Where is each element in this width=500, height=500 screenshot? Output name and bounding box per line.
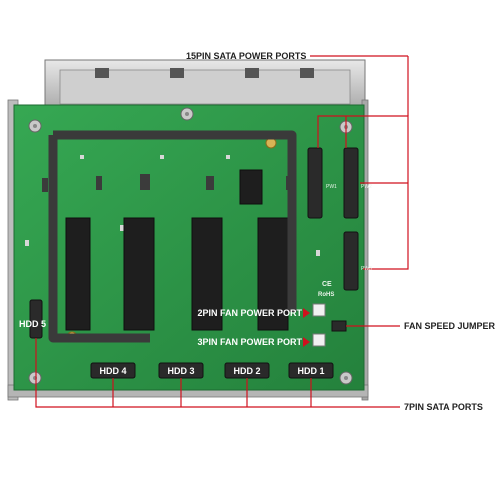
sata-data-callout: 7PIN SATA PORTS <box>404 402 483 412</box>
hdd2-label: HDD 2 <box>233 366 260 376</box>
board-tags: 2PIN FAN POWER PORT 3PIN FAN POWER PORT … <box>19 308 325 376</box>
hdd1-label: HDD 1 <box>297 366 324 376</box>
fan-headers <box>312 303 347 347</box>
hdd4-label: HDD 4 <box>99 366 126 376</box>
pw3-mark: PW3 <box>361 266 372 272</box>
sata-power-connectors <box>307 147 359 291</box>
foam-gasket <box>48 130 297 343</box>
hdd3-label: HDD 3 <box>167 366 194 376</box>
rohs-mark: RoHS <box>318 292 334 298</box>
callout-texts: 15PIN SATA POWER PORTS FAN SPEED JUMPER … <box>186 51 496 412</box>
drive-slots <box>65 169 289 331</box>
fan-jumper-callout: FAN SPEED JUMPER <box>404 321 496 331</box>
ce-mark: CE <box>322 281 332 288</box>
hdd5-label: HDD 5 <box>19 319 46 329</box>
callout-arrows <box>303 308 310 347</box>
callout-lines <box>35 55 409 408</box>
pw2-mark: PW2 <box>361 184 372 190</box>
sata-data-connectors <box>90 362 334 379</box>
sata-power-callout: 15PIN SATA POWER PORTS <box>186 51 306 61</box>
pw1-mark: PW1 <box>326 184 337 190</box>
silkscreen: PW1 PW2 PW3 RoHS CE <box>318 184 372 298</box>
fan-2pin-label: 2PIN FAN POWER PORT <box>197 308 302 318</box>
fan-jumper-block <box>331 320 347 332</box>
fan-3pin-label: 3PIN FAN POWER PORT <box>197 337 302 347</box>
